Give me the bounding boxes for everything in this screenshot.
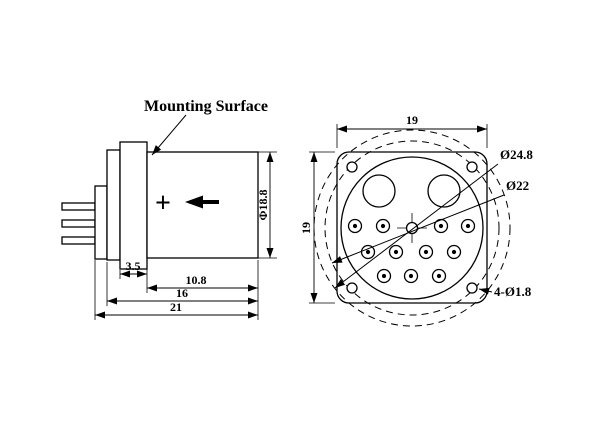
connector-pins (347, 218, 476, 284)
dim-flange-width: 3.5 (120, 259, 147, 278)
connector-pin (376, 268, 392, 284)
callout-outer-diameter: Ø24.8 (334, 147, 533, 289)
axis-direction-arrow (185, 195, 219, 209)
callout-mounting-holes: 4-Ø1.8 (478, 284, 532, 299)
case-diameter-label: Ø22 (506, 178, 529, 193)
connector-pin (431, 268, 447, 284)
dim-label-diameter: Φ18.8 (256, 190, 270, 221)
mounting-hole (346, 282, 358, 294)
connector-pin-side (61, 236, 96, 245)
mounting-holes-label: 4-Ø1.8 (494, 284, 532, 299)
connector-pin (418, 244, 434, 260)
large-hole (427, 174, 461, 208)
dim-chain: 3.5 10.8 16 21 (94, 259, 259, 320)
connector-pin (347, 218, 363, 234)
dim-label: 3.5 (126, 259, 141, 273)
connector-pin (446, 244, 462, 260)
mounting-surface-callout: Mounting Surface (144, 98, 268, 156)
connector-pin (388, 244, 404, 260)
dim-flange-width-top: 19 (336, 113, 488, 148)
mounting-flange (119, 141, 148, 270)
outer-diameter-label: Ø24.8 (500, 147, 533, 162)
mounting-hole (466, 161, 478, 173)
dim-total-length: 21 (95, 300, 258, 319)
dim-mid-length: 16 (107, 286, 258, 305)
polarity-plus-marking: + (155, 188, 171, 219)
connector-pin (460, 218, 476, 234)
front-view: Ø24.8 Ø22 4-Ø1.8 19 19 (299, 113, 533, 327)
sensor-body-outline (61, 141, 259, 270)
leader-line (478, 287, 493, 295)
leader-line (151, 114, 187, 156)
connector-pin (403, 268, 419, 284)
leader-line (334, 163, 499, 289)
case-diameter-circle (324, 140, 500, 316)
connector-pin-side (61, 202, 96, 211)
arrowhead (185, 195, 203, 209)
mounting-surface-label: Mounting Surface (144, 98, 268, 115)
mounting-hole (466, 282, 478, 294)
dim-body-diameter: Φ18.8 (256, 151, 277, 259)
rear-ring (106, 149, 121, 261)
dim-label: 21 (170, 300, 182, 314)
connector-pin (375, 218, 391, 234)
dim-flange-height-left: 19 (299, 151, 335, 304)
dim-label: 10.8 (186, 273, 207, 287)
connector-pin-side (61, 219, 96, 228)
dim-label: 19 (299, 222, 313, 234)
side-view: + Mounting Surface Φ18.8 (61, 98, 277, 320)
large-hole (362, 174, 396, 208)
dim-label: 16 (176, 286, 188, 300)
connector-base (94, 185, 108, 260)
dim-body-length: 10.8 (147, 273, 258, 292)
callout-case-diameter: Ø22 (331, 178, 529, 264)
connector-pin (360, 244, 376, 260)
leader-line (331, 194, 505, 264)
mounting-hole (346, 161, 358, 173)
dim-label: 19 (406, 113, 418, 127)
